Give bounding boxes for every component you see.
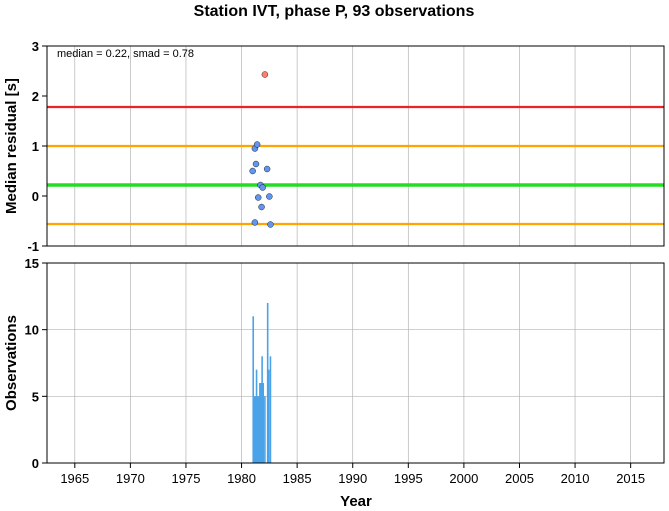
residual-point (259, 184, 266, 191)
residual-point (252, 160, 260, 168)
observations-panel: 0 5 10 15 1965 1970 1975 1980 1985 1990 1995 2000 2… (3, 256, 665, 510)
y-tick-label: -1 (27, 239, 39, 254)
observation-bar (253, 396, 256, 463)
residual-points (249, 71, 274, 228)
observation-bar (266, 303, 269, 463)
x-tick-label: 1975 (172, 471, 201, 486)
x-tick-label: 2000 (449, 471, 478, 486)
observation-bar (262, 383, 265, 463)
observation-bar (255, 369, 258, 463)
y-tick-label: 5 (32, 389, 39, 404)
observations-gridlines (47, 263, 664, 463)
observations-plot-area (47, 263, 664, 463)
x-tick-label: 1980 (227, 471, 256, 486)
residual-panel: -1 0 1 2 3 median = 0.22, smad = 0.78 Median… (3, 39, 665, 254)
observation-bar (269, 356, 272, 463)
y-tick-label: 15 (25, 256, 39, 271)
residual-point (267, 221, 274, 228)
x-tick-label: 1990 (338, 471, 367, 486)
y-tick-label: 3 (32, 39, 39, 54)
observations-frame (46, 262, 665, 464)
observation-bar (256, 396, 259, 463)
year-x-ticks: 1965 1970 1975 1980 1985 1990 1995 2000 2005 2010… (60, 463, 645, 486)
residual-point (253, 141, 261, 148)
x-tick-label: 1965 (60, 471, 89, 486)
observation-bars (252, 303, 272, 463)
x-tick-label: 2010 (561, 471, 590, 486)
x-tick-label: 1995 (394, 471, 423, 486)
residual-point (255, 194, 262, 201)
observations-y-ticks: 0 5 10 15 (25, 256, 47, 471)
residual-point (258, 203, 265, 211)
y-tick-label: 0 (32, 189, 39, 204)
residual-point (266, 193, 273, 200)
chart-title: Station IVT, phase P, 93 observations (194, 3, 475, 20)
residual-point (251, 219, 259, 226)
x-tick-label: 1970 (116, 471, 145, 486)
observation-bar (252, 316, 255, 463)
observation-bar (257, 396, 260, 463)
y-tick-label: 2 (32, 89, 39, 104)
residual-y-axis-label: Median residual [s] (3, 78, 20, 214)
residual-point (263, 165, 271, 173)
residual-point (249, 167, 256, 175)
observation-bar (261, 356, 263, 463)
residual-reference-lines (47, 105, 664, 226)
x-tick-label: 1985 (283, 471, 312, 486)
y-tick-label: 10 (25, 323, 39, 338)
observations-y-axis-label: Observations (3, 315, 20, 411)
observation-bar (267, 369, 270, 463)
observation-bar (254, 396, 257, 463)
x-tick-label: 2015 (616, 471, 645, 486)
y-tick-label: 1 (32, 139, 39, 154)
stats-annotation: median = 0.22, smad = 0.78 (57, 48, 194, 60)
observation-bar (260, 383, 262, 463)
y-tick-label: 0 (32, 456, 39, 471)
observation-bar (259, 383, 261, 463)
year-x-axis-label: Year (340, 493, 372, 510)
observation-bar (264, 396, 266, 463)
residual-y-ticks: -1 0 1 2 3 (27, 39, 47, 254)
x-tick-label: 2005 (505, 471, 534, 486)
outlier-point (261, 71, 269, 78)
